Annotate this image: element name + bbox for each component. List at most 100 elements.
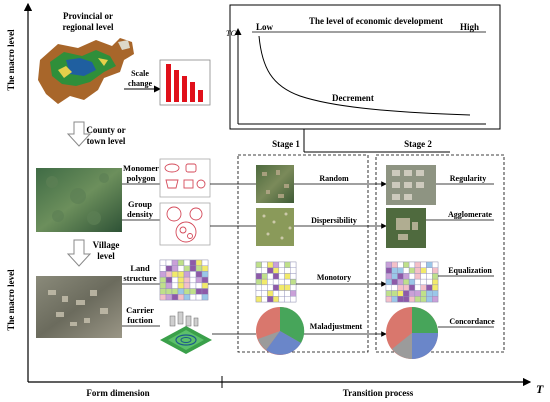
land-grid-cell — [408, 284, 416, 291]
land-grid-cell — [397, 278, 404, 286]
land-grid-cell — [189, 259, 197, 266]
land-grid-cell — [177, 265, 185, 272]
stage-2-regularity-texture — [392, 170, 424, 200]
land-grid-cell — [201, 288, 209, 295]
land-grid-cell — [408, 278, 416, 286]
land-grid-cell — [408, 273, 416, 280]
provincial-label-2: regional level — [62, 22, 114, 32]
land-grid-cell — [408, 261, 416, 268]
land-grid-cell — [408, 267, 416, 274]
land-grid-cell — [195, 294, 203, 301]
tc-decrement-curve — [258, 35, 471, 116]
land-grid-cell — [278, 261, 285, 268]
x-axis-label-right: Transition process — [343, 388, 414, 398]
land-grid-cell — [397, 267, 404, 274]
land-grid-cell — [189, 288, 197, 295]
land-grid-cell — [159, 276, 167, 284]
land-grid-cell — [391, 296, 398, 303]
land-grid-cell — [201, 282, 209, 289]
stage-1-dispersibility-label: Dispersibility — [311, 216, 357, 225]
tc-title: The level of economic development — [309, 16, 443, 26]
land-grid-cell — [201, 294, 209, 301]
land-grid-cell — [397, 284, 404, 291]
stage-2-equalization-label: Equalization — [448, 266, 492, 275]
land-grid-cell — [201, 276, 209, 284]
land-grid-cell — [171, 276, 179, 284]
stage-1-dispersibility-image — [256, 208, 294, 246]
land-grid-cell — [414, 284, 421, 291]
village-label-2: level — [97, 251, 115, 261]
land-grid-cell — [397, 261, 404, 268]
land-grid-cell — [290, 290, 297, 297]
land-grid-cell — [414, 296, 421, 303]
land-grid-cell — [420, 273, 427, 280]
stage-1-random-texture — [262, 170, 289, 198]
stage-1-pie — [256, 306, 305, 355]
land-grid-cell — [165, 265, 173, 272]
land-grid-cell — [255, 296, 262, 303]
land-grid-cell — [432, 290, 439, 297]
land-grid-cell — [171, 288, 179, 295]
land-grid-cell — [284, 290, 291, 297]
land-grid-left-cells — [159, 259, 209, 301]
stage-2-label: Stage 2 — [404, 139, 432, 149]
land-grid-cell — [290, 267, 297, 274]
land-grid-cell — [432, 261, 439, 268]
land-grid-cell — [391, 290, 398, 297]
land-grid-cell — [267, 267, 274, 274]
land-grid-cell — [189, 282, 197, 289]
village-satellite-image — [36, 276, 122, 338]
land-grid-cell — [426, 296, 433, 303]
land-grid-cell — [397, 273, 404, 280]
bar-2 — [174, 70, 179, 102]
land-grid-cell — [420, 296, 427, 303]
village-label-1: Village — [93, 240, 120, 250]
land-grid-cell — [177, 271, 185, 278]
scale-change-label-1: Scale — [131, 69, 149, 78]
land-grid-cell — [189, 294, 197, 301]
down-arrow-village — [66, 239, 92, 267]
land-grid-cell — [171, 259, 179, 266]
land-grid-cell — [426, 290, 433, 297]
land-grid-cell — [403, 284, 410, 291]
land-grid-cell — [403, 261, 410, 268]
land-grid-cell — [159, 288, 167, 295]
land-grid-cell — [195, 271, 203, 278]
land-grid-cell — [385, 267, 392, 274]
land-grid-cell — [261, 296, 268, 303]
row-1-label-1: Monomer — [123, 163, 159, 173]
land-grid-cell — [201, 259, 209, 266]
land-grid-cell — [385, 273, 392, 280]
land-grid-cell — [420, 267, 427, 274]
land-grid-cell — [261, 273, 268, 280]
y-axis-label-bottom: The macro level — [6, 269, 16, 331]
land-grid-cell — [159, 271, 167, 278]
land-grid-cell — [159, 259, 167, 266]
land-grid-cell — [255, 267, 262, 274]
land-grid-cell — [189, 265, 197, 272]
land-grid-cell — [432, 284, 439, 291]
land-grid-cell — [272, 296, 280, 303]
county-label-2: town level — [87, 136, 126, 146]
bar-5 — [198, 90, 203, 102]
land-grid-cell — [426, 273, 433, 280]
land-grid-cell — [432, 296, 439, 303]
land-grid-cell — [261, 278, 268, 286]
row-4-label-2: fuction — [127, 315, 153, 325]
land-grid-cell — [272, 284, 280, 291]
bar-4 — [190, 82, 195, 102]
land-grid-cell — [284, 278, 291, 286]
tc-curve-label: Decrement — [332, 93, 374, 103]
land-grid-cell — [171, 265, 179, 272]
land-grid-cell — [272, 290, 280, 297]
monomer-polygon-box — [159, 158, 211, 198]
land-grid-cell — [261, 290, 268, 297]
land-grid-cell — [290, 284, 297, 291]
land-grid-cell — [284, 267, 291, 274]
land-grid-cell — [201, 265, 209, 272]
group-density-box — [159, 202, 211, 246]
bar-1 — [166, 64, 171, 102]
stage-2-box — [375, 154, 505, 353]
group-density-circles — [166, 206, 203, 243]
